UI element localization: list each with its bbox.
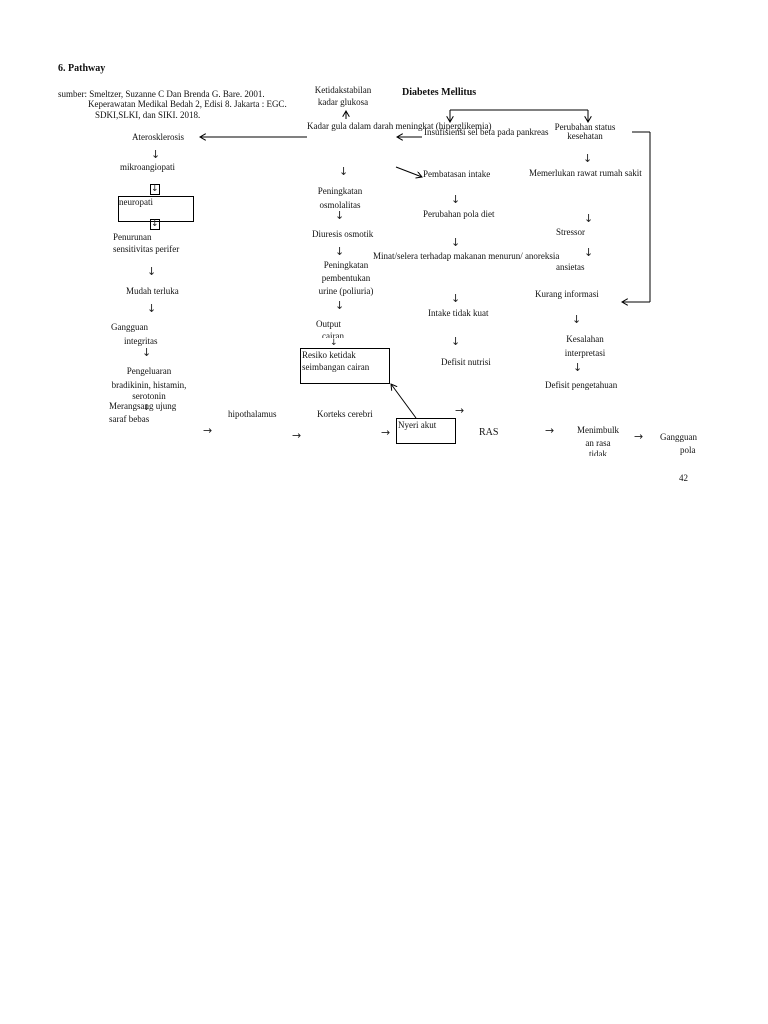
node-stressor: Stressor <box>556 227 585 237</box>
node-kurang-informasi: Kurang informasi <box>535 289 599 299</box>
resiko-cairan-box <box>300 348 390 384</box>
small-connector-box <box>150 219 160 230</box>
arrow-right-icon: → <box>455 404 465 417</box>
node-aterosklerosis: Aterosklerosis <box>132 132 184 142</box>
arrow-down-icon: ↓ <box>147 302 157 315</box>
arrow-down-icon: ↓ <box>451 236 461 249</box>
nyeri-akut-box <box>396 418 456 444</box>
source-line-3: SDKI,SLKI, dan SIKI. 2018. <box>95 110 201 120</box>
neuropati-box <box>118 196 194 222</box>
small-connector-box <box>150 184 160 195</box>
arrow-right-icon: → <box>203 424 213 437</box>
arrow-down-icon: ↓ <box>151 184 159 194</box>
node-ras: RAS <box>479 427 499 438</box>
node-neuropati: neuropati <box>119 197 153 207</box>
node-diabetes-mellitus: Diabetes Mellitus <box>402 87 477 98</box>
node-mikroangiopati: mikroangiopati <box>120 162 175 172</box>
arrow-down-icon: ↓ <box>451 292 461 305</box>
arrow-down-icon: ↓ <box>584 212 594 225</box>
node-pembatasan-intake: Pembatasan intake <box>423 169 491 179</box>
arrow-down-icon: ↓ <box>147 265 157 278</box>
arrow-right-icon: → <box>545 424 555 437</box>
arrow-down-icon: ↓ <box>335 299 345 312</box>
page-number: 42 <box>679 473 688 483</box>
section-heading: 6. Pathway <box>58 63 106 74</box>
arrow-down-icon: ↓ <box>151 148 161 161</box>
arrow-down-icon: ↓ <box>335 209 345 222</box>
arrow-down-icon: ↓ <box>330 338 338 348</box>
arrow-down-icon: ↓ <box>142 346 152 359</box>
node-diuresis-osmotik: Diuresis osmotik <box>312 229 374 239</box>
node-kadar-gula: Kadar gula dalam darah meningkat (hiperg… <box>307 121 492 131</box>
arrow-down-icon: ↓ <box>143 403 150 412</box>
arrow-down-icon: ↓ <box>335 245 345 258</box>
to-pembatasan-arrow <box>395 166 422 177</box>
arrow-down-icon: ↓ <box>584 246 594 259</box>
node-nyeri-akut: Nyeri akut <box>398 420 437 430</box>
arrow-down-icon: ↓ <box>573 361 583 374</box>
node-mudah-terluka: Mudah terluka <box>126 286 179 296</box>
node-minat-selera: Minat/selera terhadap makanan menurun/ a… <box>373 251 560 261</box>
arrow-right-icon: → <box>381 426 391 439</box>
arrow-down-icon: ↓ <box>151 219 159 229</box>
arrow-down-icon: ↓ <box>451 193 461 206</box>
node-memerlukan-rawat: Memerlukan rawat rumah sakit <box>529 168 642 178</box>
nyeri-to-resiko-arrow <box>391 384 417 419</box>
arrow-right-icon: → <box>634 430 644 443</box>
node-insufisiensi: Insufisiensi sel beta pada pankreas <box>424 127 549 137</box>
node-ansietas: ansietas <box>556 262 585 272</box>
arrow-right-icon: → <box>292 429 302 442</box>
source-line-2: Keperawatan Medikal Bedah 2, Edisi 8. Ja… <box>88 99 287 109</box>
node-intake-tidak-kuat: Intake tidak kuat <box>428 308 489 318</box>
arrow-down-icon: ↓ <box>572 313 582 326</box>
arrow-down-icon: ↓ <box>339 165 349 178</box>
source-line-1: sumber: Smeltzer, Suzanne C Dan Brenda G… <box>58 89 265 99</box>
node-korteks-cerebri: Korteks cerebri <box>317 409 373 419</box>
node-hipothalamus: hipothalamus <box>228 409 277 419</box>
arrow-down-icon: ↓ <box>451 335 461 348</box>
arrow-down-icon: ↓ <box>583 152 593 165</box>
node-defisit-nutrisi: Defisit nutrisi <box>441 357 491 367</box>
node-defisit-pengetahuan: Defisit pengetahuan <box>545 380 618 390</box>
node-perubahan-pola-diet: Perubahan pola diet <box>423 209 495 219</box>
